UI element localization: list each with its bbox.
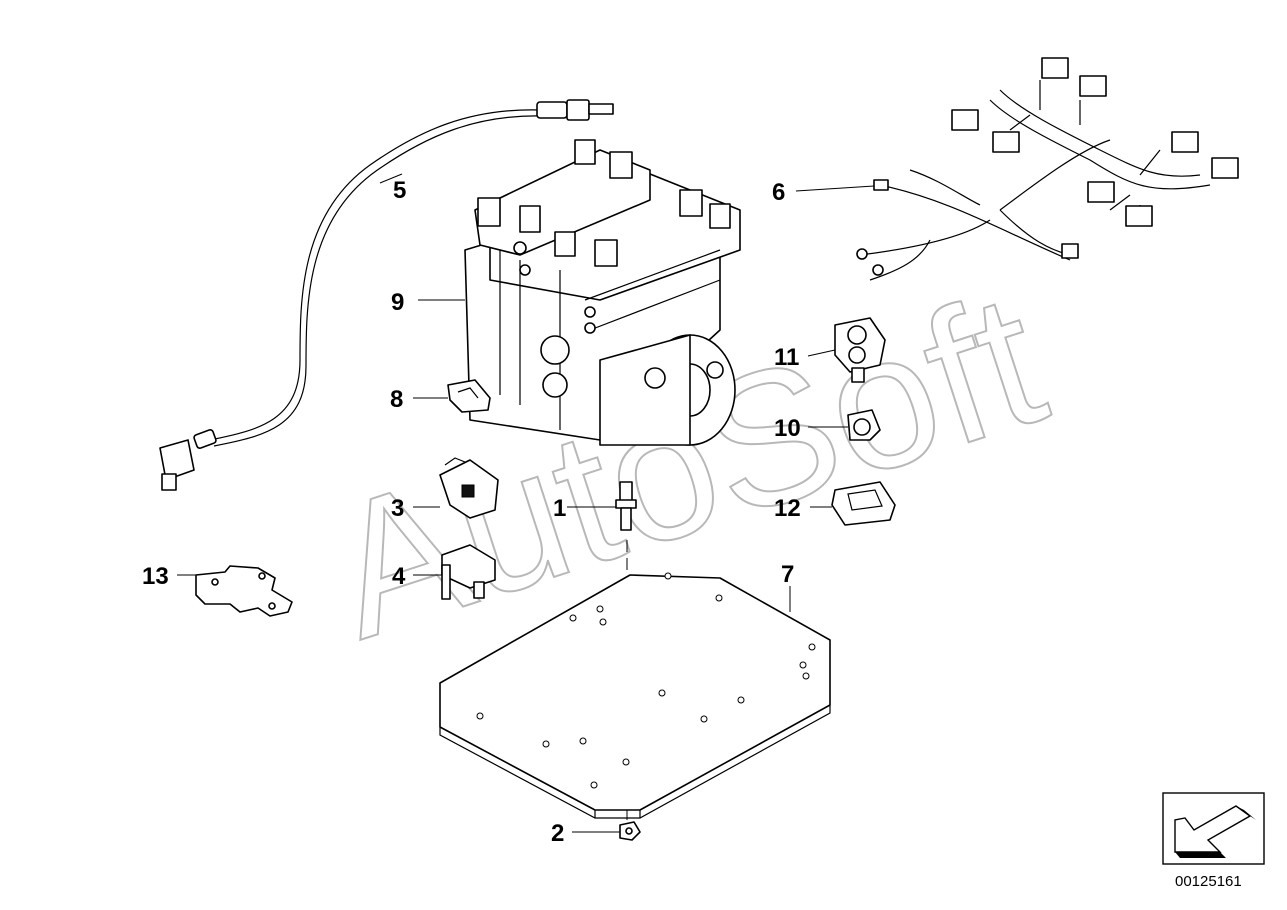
part-3-bracket[interactable]	[439, 457, 499, 519]
part-9-hydraulic-unit[interactable]	[464, 139, 741, 446]
part-2-nut[interactable]	[619, 821, 641, 841]
callout-1: 1	[553, 495, 566, 522]
callout-8: 8	[390, 386, 403, 413]
callout-3: 3	[391, 495, 404, 522]
callout-7: 7	[781, 561, 794, 588]
arrow-icon[interactable]	[1162, 792, 1265, 865]
part-12-grommet[interactable]	[831, 481, 896, 526]
document-number: 00125161	[1175, 873, 1242, 890]
callout-10: 10	[774, 415, 801, 442]
callout-4: 4	[392, 563, 406, 590]
callout-13: 13	[142, 563, 169, 590]
callout-12: 12	[774, 495, 801, 522]
part-8-grommet[interactable]	[447, 379, 491, 413]
part-10-clip[interactable]	[847, 409, 881, 441]
callout-6: 6	[772, 179, 785, 206]
callout-2: 2	[551, 820, 564, 847]
leader-lines	[177, 173, 875, 833]
callout-labels: 5 9 8 3 4 1 13 6 11 10 12 7 2	[142, 177, 801, 847]
part-7-base-plate[interactable]	[439, 572, 831, 819]
part-5-cable[interactable]	[159, 99, 614, 491]
part-13-plate[interactable]	[195, 565, 293, 617]
callout-5: 5	[393, 177, 406, 204]
callout-11: 11	[774, 344, 799, 371]
part-6-wiring-harness[interactable]	[856, 57, 1239, 281]
callout-9: 9	[391, 289, 404, 316]
part-11-bracket[interactable]	[834, 317, 886, 383]
